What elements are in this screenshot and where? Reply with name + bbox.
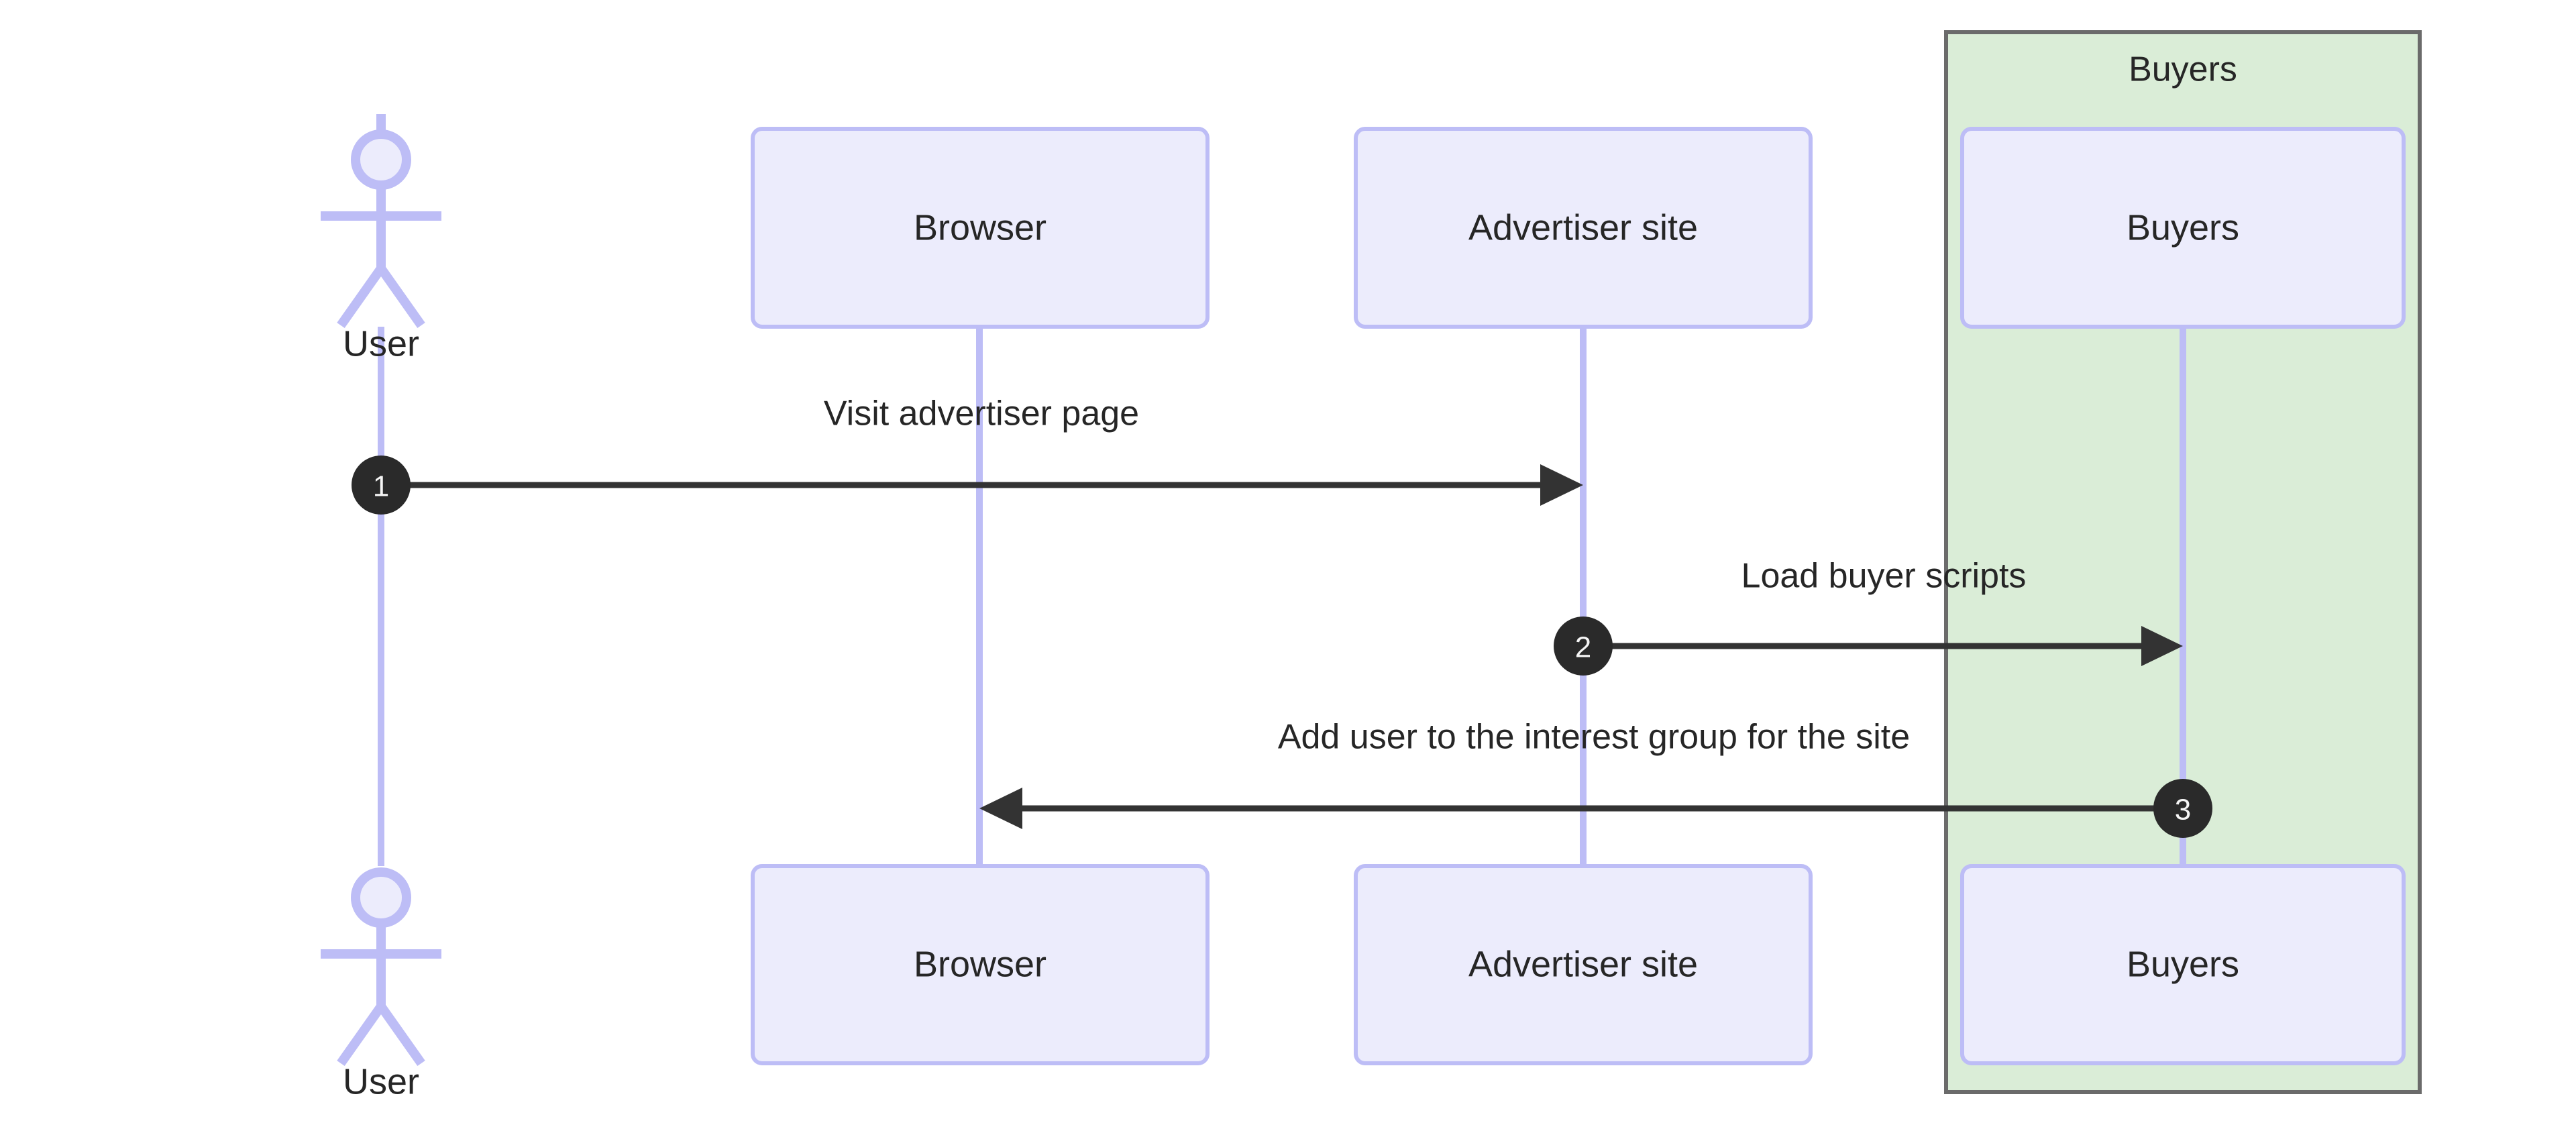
message-badge-2 <box>1554 617 1613 676</box>
message-label-2: Load buyer scripts <box>1741 557 2027 596</box>
actor-leg-left-icon <box>337 265 385 329</box>
participant-label-browser-top: Browser <box>914 207 1046 248</box>
participant-box-buyers-top <box>1960 127 2406 329</box>
message-badge-3 <box>2153 779 2212 838</box>
actor-head-icon <box>351 129 411 190</box>
participant-advertiser-top[interactable]: Advertiser site <box>1354 127 1813 329</box>
participant-user-top[interactable]: User <box>321 114 441 364</box>
participant-label-user-top: User <box>343 323 419 364</box>
group-box-label: Buyers <box>2129 50 2237 89</box>
message-badge-label-1: 1 <box>373 470 389 503</box>
actor-head-icon-bottom <box>351 867 411 928</box>
participant-user-bottom[interactable]: User <box>321 867 441 1102</box>
message-label-3: Add user to the interest group for the s… <box>1278 718 1910 757</box>
message-arrowhead-2 <box>2141 626 2183 666</box>
participant-advertiser-bottom[interactable]: Advertiser site <box>1354 864 1813 1065</box>
message-arrowhead-1 <box>1540 464 1583 506</box>
actor-leg-right-icon <box>377 265 425 329</box>
participant-label-buyers-bottom: Buyers <box>2127 944 2239 984</box>
message-2[interactable]: Load buyer scripts 2 <box>1554 557 2183 676</box>
message-1[interactable]: Visit advertiser page 1 <box>352 394 1583 515</box>
participant-box-browser-top <box>751 127 1210 329</box>
message-arrowhead-3 <box>979 788 1022 829</box>
participant-box-advertiser-top <box>1354 127 1813 329</box>
participant-box-buyers-bottom <box>1960 864 2406 1065</box>
message-3[interactable]: Add user to the interest group for the s… <box>979 718 2212 838</box>
participant-box-browser-bottom <box>751 864 1210 1065</box>
actor-leg-right-icon-bottom <box>377 1003 425 1067</box>
participant-label-user-bottom: User <box>343 1061 419 1102</box>
participant-browser-top[interactable]: Browser <box>751 127 1210 329</box>
participant-buyers-bottom[interactable]: Buyers <box>1960 864 2406 1065</box>
participant-box-advertiser-bottom <box>1354 864 1813 1065</box>
actor-leg-left-icon-bottom <box>337 1003 385 1067</box>
message-badge-1 <box>352 456 411 515</box>
message-label-1: Visit advertiser page <box>824 394 1139 433</box>
participant-label-advertiser-bottom: Advertiser site <box>1468 944 1698 984</box>
participant-label-buyers-top: Buyers <box>2127 207 2239 248</box>
participant-buyers-top[interactable]: Buyers <box>1960 127 2406 329</box>
participant-browser-bottom[interactable]: Browser <box>751 864 1210 1065</box>
participant-label-advertiser-top: Advertiser site <box>1468 207 1698 248</box>
participant-label-browser-bottom: Browser <box>914 944 1046 984</box>
message-badge-label-3: 3 <box>2175 794 2191 826</box>
message-badge-label-2: 2 <box>1575 631 1591 664</box>
